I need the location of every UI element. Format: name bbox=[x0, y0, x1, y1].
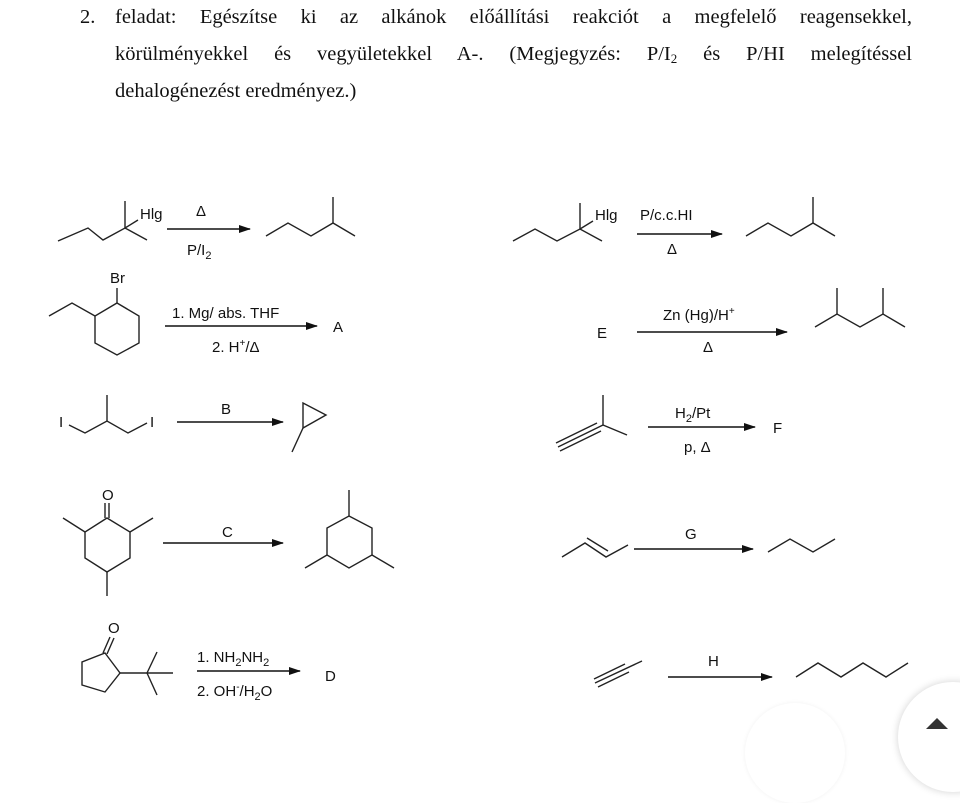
product-label: F bbox=[773, 420, 782, 437]
reaction-10: H bbox=[593, 653, 909, 688]
oxygen-label: O bbox=[108, 620, 120, 637]
double-bond-inner bbox=[586, 537, 609, 552]
triple-bond bbox=[555, 422, 598, 444]
product-label: A bbox=[333, 319, 343, 336]
bond bbox=[106, 637, 115, 655]
faded-overlay-circle bbox=[745, 703, 845, 803]
reagent-above: P/c.c.HI bbox=[640, 207, 693, 224]
text: és P/HI melegítéssel bbox=[677, 43, 912, 65]
reactant-skeleton bbox=[68, 420, 148, 434]
condition-below: 2. H+/Δ bbox=[212, 338, 260, 356]
reagent-above: Zn (Hg)/H+ bbox=[663, 306, 735, 324]
triple-bond bbox=[559, 430, 602, 452]
triple-bond bbox=[593, 663, 626, 680]
bond bbox=[371, 554, 395, 569]
condition-above: 1. Mg/ abs. THF bbox=[172, 305, 279, 322]
triple-bond bbox=[594, 660, 643, 684]
ethyl-group bbox=[48, 302, 96, 317]
reaction-5: O 1. NH2NH2 2. OH-/H2O D bbox=[81, 620, 336, 703]
bond bbox=[291, 427, 304, 453]
reaction-4: O C bbox=[62, 487, 395, 596]
cyclopentanone-ring bbox=[81, 652, 121, 693]
halogen-label: Hlg bbox=[595, 207, 618, 224]
bond bbox=[146, 672, 158, 696]
reaction-6: Hlg P/c.c.HI Δ bbox=[512, 197, 836, 258]
triple-bond bbox=[557, 424, 604, 448]
reaction-9: G bbox=[561, 526, 836, 558]
bromine-label: Br bbox=[110, 270, 125, 287]
iodine-label: I bbox=[59, 414, 63, 431]
arrow-up-icon bbox=[926, 718, 948, 729]
condition-below: 2. OH-/H2O bbox=[197, 682, 272, 703]
condition-below: p, Δ bbox=[684, 439, 711, 456]
reagent-below: P/I2 bbox=[187, 242, 211, 262]
reagent-label: C bbox=[222, 524, 233, 541]
reaction-3: I I B bbox=[59, 395, 328, 453]
condition-below: Δ bbox=[667, 241, 677, 258]
task-text-line-2: körülményekkel és vegyületekkel A-. (Meg… bbox=[115, 43, 912, 67]
cyclohexane-ring bbox=[326, 515, 373, 569]
triple-bond bbox=[597, 671, 630, 688]
reagent-label: H bbox=[708, 653, 719, 670]
bond bbox=[124, 219, 139, 229]
subscript: 2 bbox=[670, 51, 678, 66]
reactant-skeleton bbox=[57, 227, 148, 242]
product-skeleton bbox=[814, 313, 906, 328]
product-skeleton bbox=[767, 538, 836, 553]
task-number: 2. bbox=[80, 6, 96, 28]
task-text-line-3: dehalogénezést eredményez.) bbox=[115, 80, 357, 102]
bond bbox=[579, 220, 594, 230]
reaction-1: Hlg Δ P/I2 bbox=[57, 197, 356, 262]
bond bbox=[129, 517, 154, 533]
product-label: D bbox=[325, 668, 336, 685]
condition-above: Δ bbox=[196, 203, 206, 220]
reactant-skeleton bbox=[561, 542, 629, 558]
condition-above: 1. NH2NH2 bbox=[197, 649, 269, 669]
cyclohexanone-ring bbox=[84, 517, 131, 573]
condition-below: Δ bbox=[703, 339, 713, 356]
reagent-label: G bbox=[685, 526, 697, 543]
reaction-7: E Zn (Hg)/H+ Δ bbox=[597, 288, 906, 356]
reaction-scheme: Hlg Δ P/I2 Br 1. Mg/ abs. THF 2. H+/Δ A … bbox=[48, 197, 909, 703]
reactant-label: E bbox=[597, 325, 607, 342]
bond bbox=[102, 636, 111, 654]
cyclohexane-ring bbox=[94, 302, 140, 356]
product-skeleton bbox=[265, 222, 356, 237]
task-text-line-1: feladat: Egészítse ki az alkánok előállí… bbox=[115, 6, 912, 28]
product-skeleton bbox=[795, 662, 909, 678]
product-skeleton bbox=[745, 222, 836, 237]
bond bbox=[602, 424, 628, 436]
text: körülményekkel és vegyületekkel A-. (Meg… bbox=[115, 43, 671, 65]
reagent-label: B bbox=[221, 401, 231, 418]
bond bbox=[62, 517, 86, 533]
bond bbox=[146, 651, 158, 674]
cyclopropane-ring bbox=[302, 401, 328, 430]
halogen-label: Hlg bbox=[140, 206, 163, 223]
reaction-8: H2/Pt p, Δ F bbox=[555, 395, 782, 456]
iodine-label: I bbox=[150, 414, 154, 431]
oxygen-label: O bbox=[102, 487, 114, 504]
bond bbox=[304, 554, 328, 569]
reactant-skeleton bbox=[512, 228, 603, 242]
reaction-2: Br 1. Mg/ abs. THF 2. H+/Δ A bbox=[48, 270, 343, 356]
reagent-above: H2/Pt bbox=[675, 405, 711, 425]
